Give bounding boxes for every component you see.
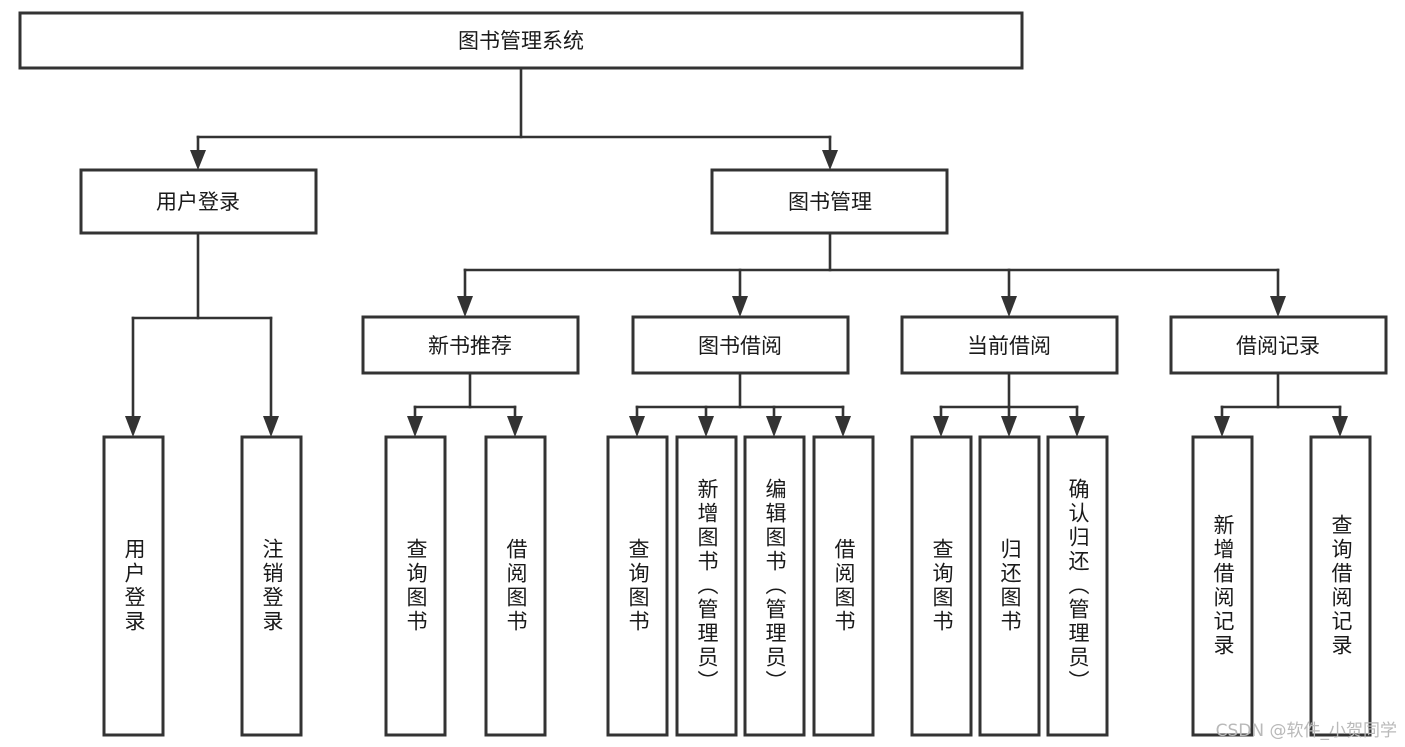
node-leaf-user-login-box[interactable] [102,435,165,737]
node-leaf-confirm-return-box[interactable] [1046,435,1109,737]
node-layer: 图书管理系统 用户登录 图书管理 新书推荐 图书借阅 当前借阅 借阅记录 [18,11,1388,737]
node-leaf-add-record-box[interactable] [1191,435,1254,737]
node-leaf-query-book-2-box[interactable] [606,435,669,737]
arrowhead-leaf-confirm-return [1069,416,1085,437]
node-leaf-query-book-1-box[interactable] [384,435,447,737]
arrowhead-leaf-edit-book [766,416,782,437]
node-leaf-edit-book-box[interactable] [743,435,806,737]
arrowhead-book-borrow [732,296,748,317]
node-root-box[interactable] [18,11,1024,70]
node-user-login-label: 用户登录 [156,190,240,214]
node-leaf-user-logout-box[interactable] [240,435,303,737]
node-leaf-query-record-box[interactable] [1309,435,1372,737]
node-book-borrow-label: 图书借阅 [698,334,782,358]
arrowhead-leaf-add-book [698,416,714,437]
arrowhead-leaf-add-record [1214,416,1230,437]
arrowhead-leaf-query-book-1 [407,416,423,437]
arrowhead-current-borrow [1001,296,1017,317]
node-borrow-record-box[interactable] [1169,315,1388,375]
node-current-borrow-label: 当前借阅 [967,334,1051,358]
node-book-borrow-box[interactable] [631,315,850,375]
node-leaf-add-book-box[interactable] [675,435,738,737]
node-leaf-borrow-book-1-box[interactable] [484,435,547,737]
arrowhead-leaf-query-book-3 [933,416,949,437]
node-leaf-query-book-3-box[interactable] [910,435,973,737]
connector-layer [125,66,1348,437]
node-new-book-recommend-label: 新书推荐 [428,334,512,358]
arrowhead-leaf-borrow-book-1 [507,416,523,437]
node-new-book-recommend-box[interactable] [361,315,580,375]
arrowhead-new-book-recommend [457,296,473,317]
node-book-management-box[interactable] [710,168,949,235]
arrowhead-book-management [822,150,838,170]
arrowhead-user-login [190,150,206,170]
node-borrow-record-label: 借阅记录 [1236,334,1320,358]
arrowhead-leaf-query-record [1332,416,1348,437]
node-root-label: 图书管理系统 [458,29,584,53]
node-leaf-return-book-box[interactable] [978,435,1041,737]
node-current-borrow-box[interactable] [900,315,1119,375]
arrowhead-leaf-borrow-book-2 [835,416,851,437]
node-book-management-label: 图书管理 [788,190,872,214]
arrowhead-leaf-user-login [125,416,141,437]
node-user-login-box[interactable] [79,168,318,235]
csdn-watermark: CSDN @软件_小贺同学 [1215,721,1397,741]
arrowhead-leaf-return-book [1001,416,1017,437]
arrowhead-borrow-record [1270,296,1286,317]
arrowhead-leaf-user-logout [263,416,279,437]
node-leaf-borrow-book-2-box[interactable] [812,435,875,737]
arrowhead-leaf-query-book-2 [629,416,645,437]
